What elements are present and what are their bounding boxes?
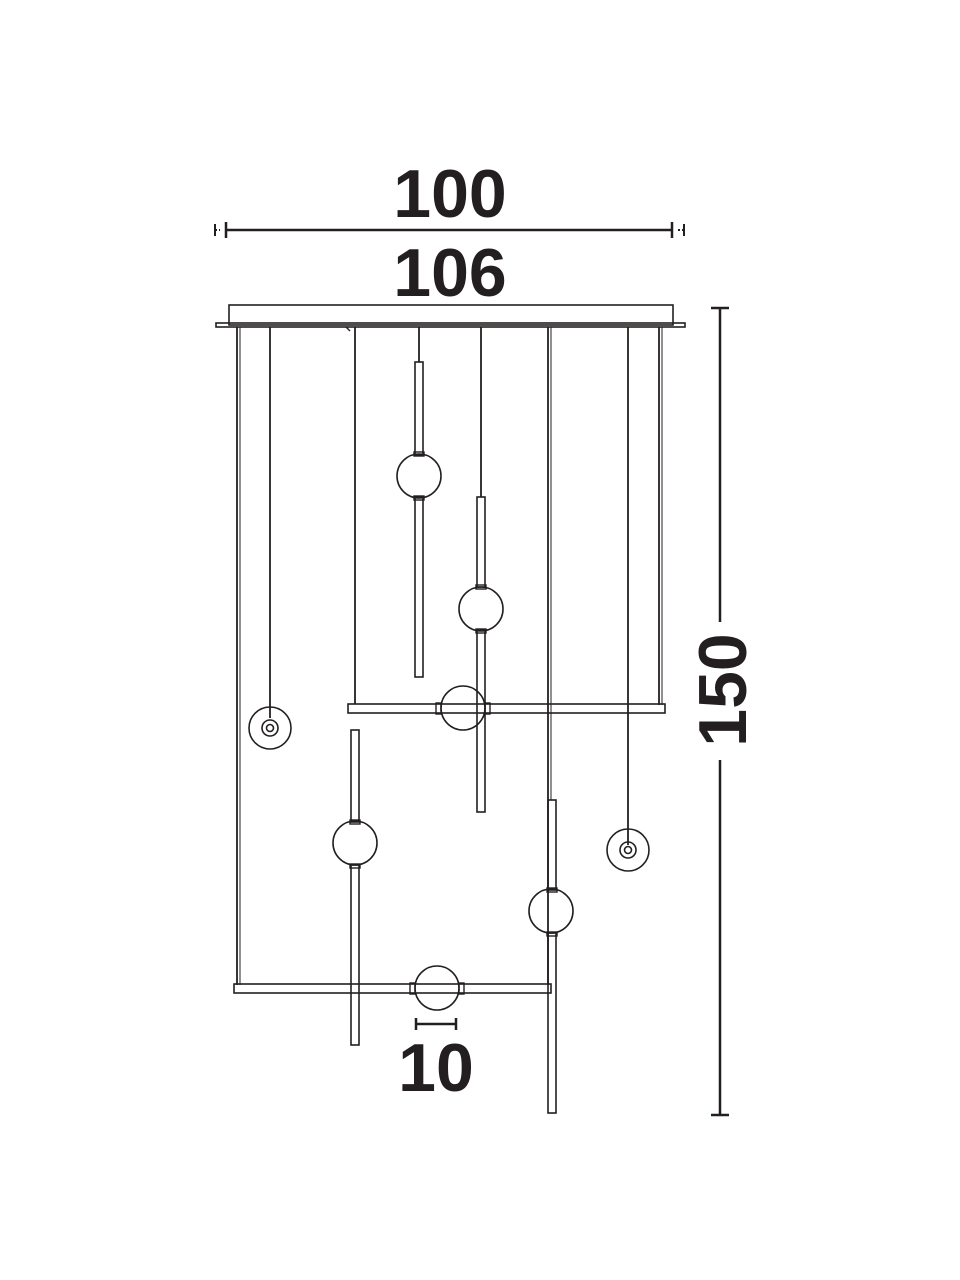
suspension-cables [269, 326, 629, 985]
height-dimension-line [711, 306, 729, 1117]
large-frame [233, 327, 552, 994]
disc-pendant-left [248, 706, 292, 750]
globe-diameter-label: 10 [398, 1030, 474, 1106]
height-label: 150 [685, 633, 761, 746]
rod-pendant-lower-left [332, 729, 378, 1046]
frame-globe-large [409, 965, 465, 1011]
frame-globe-medium [435, 685, 491, 731]
outer-width-label: 106 [393, 235, 506, 311]
ceiling-canopy [215, 304, 686, 328]
inner-width-label: 100 [393, 156, 506, 232]
medium-frame [347, 327, 666, 714]
globe-diameter-dimension-line [414, 1018, 458, 1030]
rod-pendant-lower-right [528, 799, 574, 1114]
width-dimension-line [214, 222, 685, 238]
rod-pendant-top [396, 361, 442, 678]
rod-pendant-middle [458, 496, 504, 813]
disc-pendant-right [606, 828, 650, 872]
